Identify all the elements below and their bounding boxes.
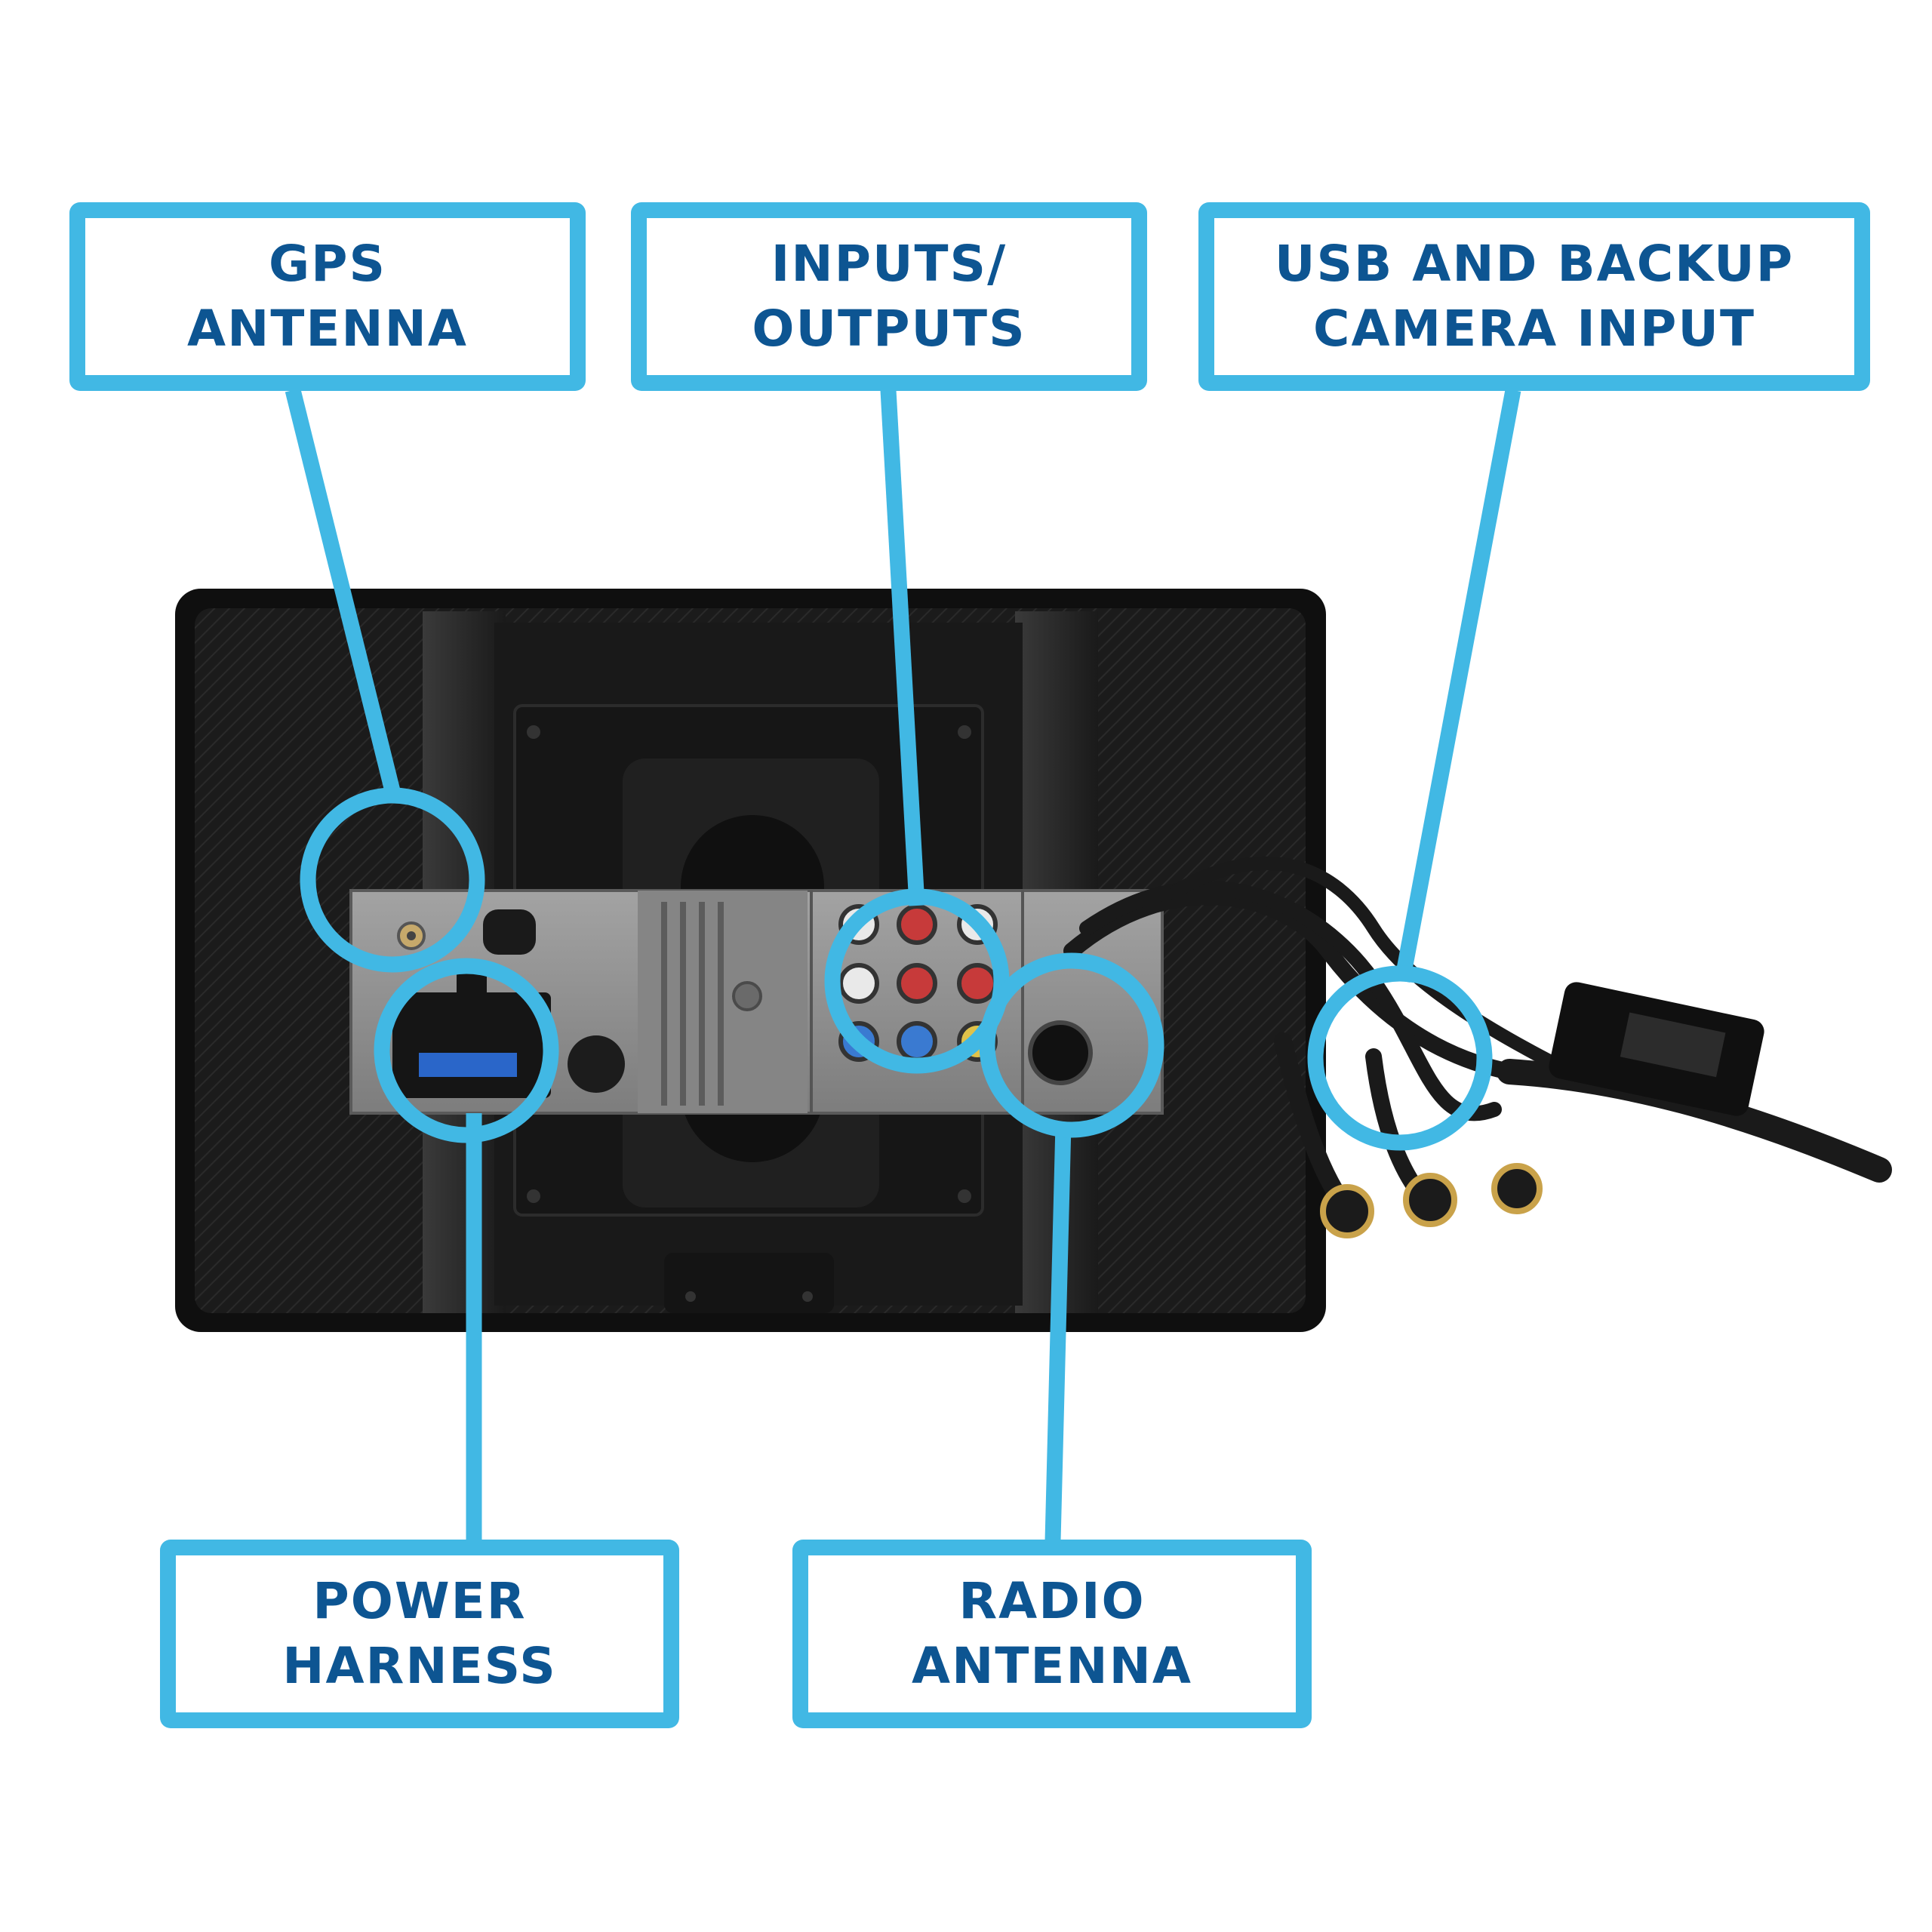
gps-antenna-label: GPS ANTENNA (69, 202, 586, 391)
io-label-line1: INPUTS/ (771, 235, 1008, 293)
radio-antenna-port (1028, 1020, 1093, 1085)
power-harness-connector (392, 974, 551, 1098)
power-highlight-circle (374, 958, 559, 1143)
power-label-line1: POWER (312, 1572, 527, 1630)
gps-antenna-port (397, 921, 426, 950)
highlight-circles (300, 787, 1493, 1151)
sxm-port (568, 1035, 625, 1093)
wifi-antenna-port (483, 909, 536, 955)
io-highlight-circle (824, 888, 1010, 1074)
gps-label-line1: GPS (268, 235, 387, 293)
backup-camera-rca-connectors (1320, 1163, 1543, 1238)
usb-highlight-circle (1307, 965, 1493, 1151)
usb-backup-camera-label: USB AND BACKUP CAMERA INPUT (1198, 202, 1870, 391)
radio-antenna-label: RADIO ANTENNA (792, 1540, 1312, 1728)
leader-lines (285, 388, 1521, 1542)
power-label-line2: HARNESS (282, 1637, 557, 1695)
power-harness-label: POWER HARNESS (160, 1540, 679, 1728)
radio-label-line1: RADIO (958, 1572, 1146, 1630)
usb-label-line1: USB AND BACKUP (1274, 235, 1795, 293)
gps-label-line2: ANTENNA (187, 300, 468, 358)
usb-connector (1549, 982, 1764, 1116)
radio-label-line2: ANTENNA (912, 1637, 1192, 1695)
radio-antenna-highlight-circle (979, 952, 1164, 1138)
gps-highlight-circle (300, 787, 485, 973)
inputs-outputs-label: INPUTS/ OUTPUTS (631, 202, 1147, 391)
usb-label-line2: CAMERA INPUT (1313, 300, 1755, 358)
io-label-line2: OUTPUTS (752, 300, 1026, 358)
